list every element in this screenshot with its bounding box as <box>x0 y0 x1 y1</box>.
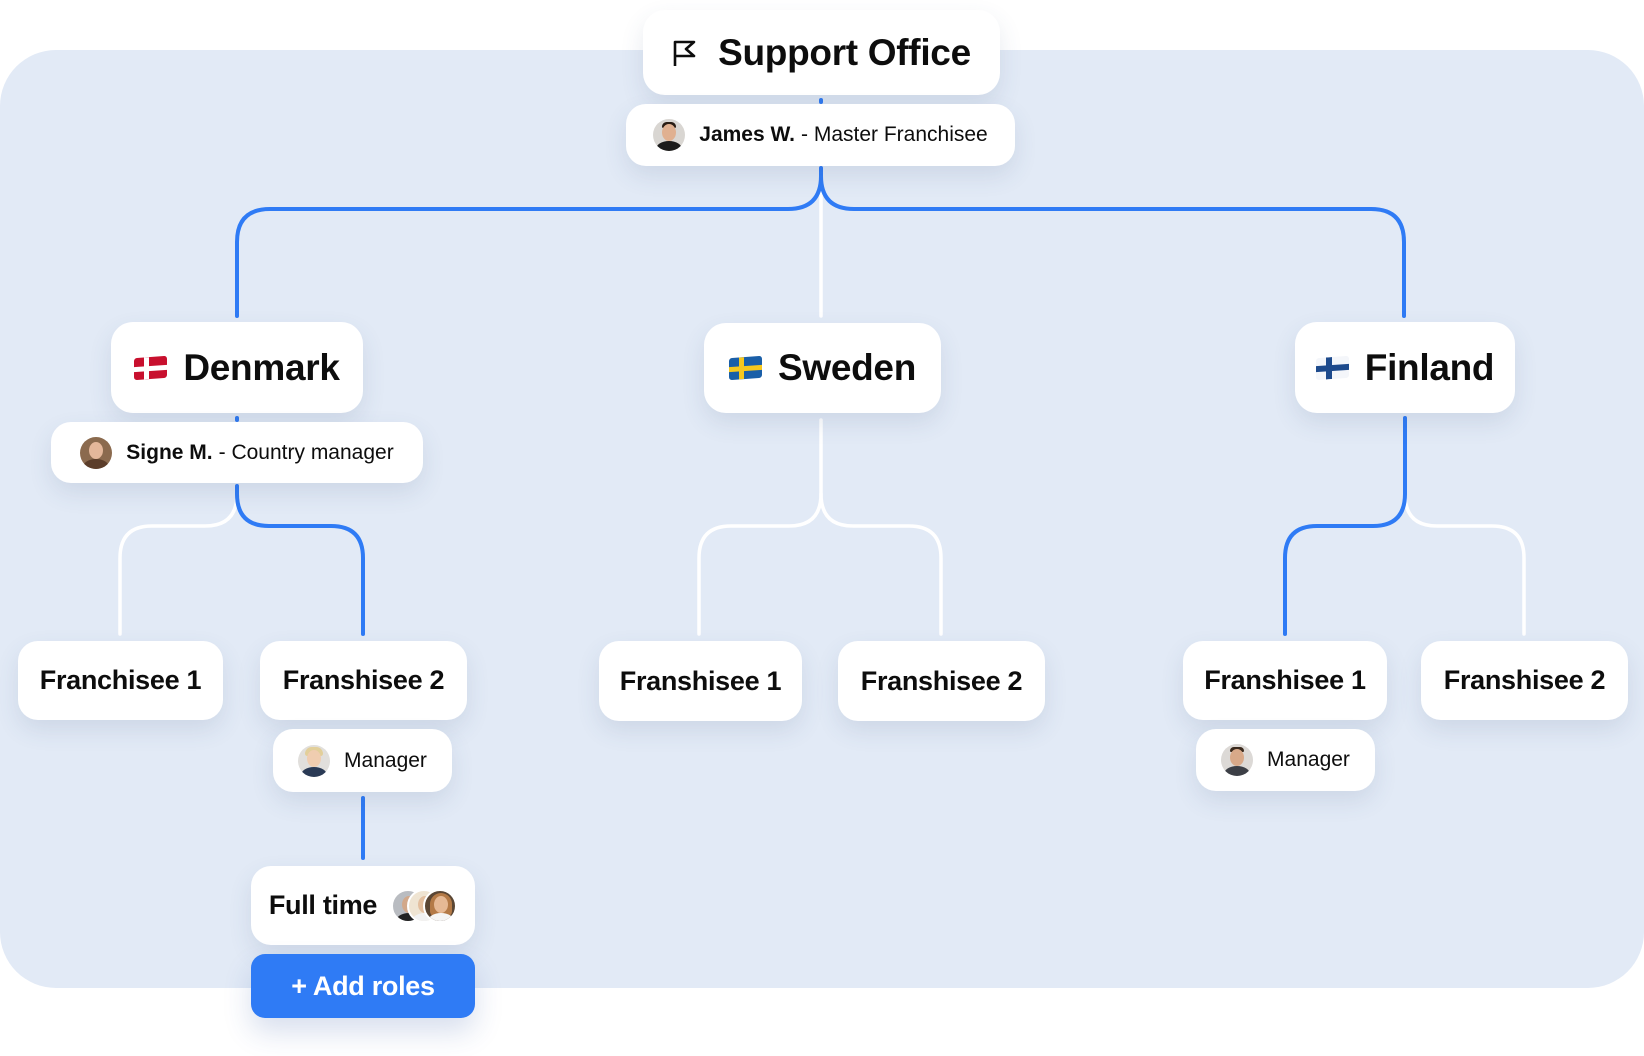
country-node-sweden[interactable]: Sweden <box>704 323 941 413</box>
manager-chip[interactable]: Manager <box>1196 729 1375 791</box>
support-office-node[interactable]: Support Office <box>643 10 1000 95</box>
connector-denmark-f2 <box>235 484 365 636</box>
person-role: - Country manager <box>218 440 394 464</box>
franchisee-label: Franchisee 1 <box>39 665 202 695</box>
franchisee-label: Franshisee 2 <box>1443 665 1606 695</box>
avatar-manager-male <box>1221 744 1254 776</box>
role-group-label: Full time <box>268 890 378 920</box>
avatar-james <box>653 119 686 151</box>
connector-sweden-f2 <box>819 492 943 636</box>
person-name: James W. <box>699 123 795 146</box>
avatar-signe <box>80 436 113 469</box>
avatar-staff-3 <box>423 888 458 923</box>
country-node-finland[interactable]: Finland <box>1295 322 1515 413</box>
connector-denmark-f1 <box>118 492 239 636</box>
support-office-label: Support Office <box>718 31 971 73</box>
avatar-manager-female <box>298 744 331 777</box>
role-group-node[interactable]: Full time <box>251 866 475 945</box>
flag-icon <box>673 40 696 66</box>
person-name: Signe M. <box>126 440 213 464</box>
sweden-flag-icon <box>728 355 762 381</box>
country-label: Sweden <box>777 347 917 388</box>
franchisee-node[interactable]: Franshisee 2 <box>260 641 467 720</box>
country-label: Denmark <box>183 346 340 388</box>
manager-label: Manager <box>344 748 427 772</box>
connector-finland-f1 <box>1283 416 1407 636</box>
franchisee-node[interactable]: Franshisee 2 <box>838 641 1045 721</box>
connector-root-finland <box>819 174 1406 318</box>
franchisee-label: Franshisee 2 <box>282 665 445 695</box>
person-role: - Master Franchisee <box>801 123 988 146</box>
franchisee-node[interactable]: Franshisee 1 <box>599 641 802 721</box>
franchisee-label: Franshisee 2 <box>860 665 1023 696</box>
franchisee-node[interactable]: Franshisee 1 <box>1183 641 1387 720</box>
franchisee-node[interactable]: Franshisee 2 <box>1421 641 1628 720</box>
master-franchisee-chip[interactable]: James W. - Master Franchisee <box>626 104 1015 166</box>
finland-flag-icon <box>1315 355 1349 380</box>
add-roles-button[interactable]: + Add roles <box>251 954 475 1018</box>
connector-finland-f2 <box>1403 492 1526 636</box>
manager-chip[interactable]: Manager <box>273 729 452 792</box>
connector-sweden-f1 <box>697 418 823 636</box>
franchisee-label: Franshisee 1 <box>619 665 782 696</box>
avatar-stack <box>391 888 458 923</box>
country-manager-chip[interactable]: Signe M. - Country manager <box>51 422 423 483</box>
country-label: Finland <box>1364 346 1495 388</box>
connector-root-denmark <box>235 166 823 318</box>
franchisee-node[interactable]: Franchisee 1 <box>18 641 223 720</box>
franchisee-label: Franshisee 1 <box>1204 665 1366 695</box>
denmark-flag-icon <box>134 355 168 380</box>
country-node-denmark[interactable]: Denmark <box>111 322 363 413</box>
manager-label: Manager <box>1267 748 1350 771</box>
